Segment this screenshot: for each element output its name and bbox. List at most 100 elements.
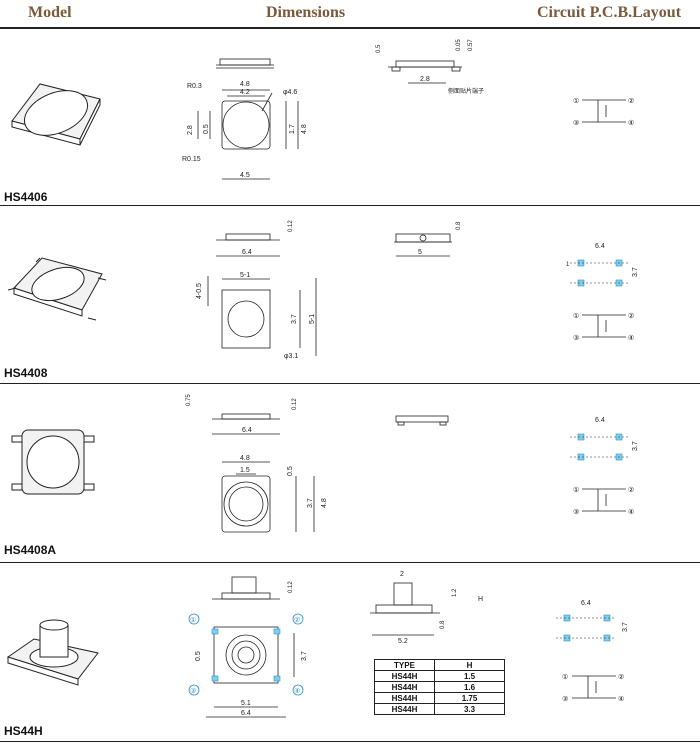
drawing-element xyxy=(556,617,616,639)
divider xyxy=(0,27,700,29)
type-table-header: TYPE xyxy=(374,659,435,671)
pin-2: ② xyxy=(628,312,634,320)
dim-s057: 0.57 xyxy=(468,39,474,51)
header-model: Model xyxy=(28,4,72,21)
hs4406-drawing: R0.3 4.8 4.2 φ4.6 2.8 0.5 1.7 4.8 R0.15 … xyxy=(11,39,634,180)
dim-w51: 5.1 xyxy=(241,700,251,707)
dim-h405: 4-0.5 xyxy=(196,283,203,299)
dim-phi: φ4.6 xyxy=(283,89,297,96)
drawing-element xyxy=(582,488,626,512)
dim-t075: 0.75 xyxy=(186,394,192,406)
dim-s08: 0.8 xyxy=(456,221,462,230)
hs4408a-drawing: 0.75 0.12 6.4 4.8 1.5 0.5 3.7 4.8 6.4 3.… xyxy=(11,394,639,533)
pin-2: ② xyxy=(628,486,634,494)
drawing-element xyxy=(212,413,315,533)
type-table: TYPE H HS44H 1.5 HS44H 1.6 HS44H 1.75 HS… xyxy=(374,659,505,715)
dim-p64: 6.4 xyxy=(595,243,605,250)
dim-t64: 6.4 xyxy=(242,249,252,256)
divider xyxy=(0,383,700,384)
hs4406-model-image xyxy=(11,83,101,146)
dim-h48: 4.8 xyxy=(301,124,308,134)
pin-1: ① xyxy=(573,312,579,320)
dim-p64: 6.4 xyxy=(581,600,591,607)
dim-w64: 6.4 xyxy=(241,710,251,717)
type-cell: HS44H xyxy=(374,681,435,693)
dim-s12: 1.2 xyxy=(452,588,458,597)
pin-3: ③ xyxy=(573,119,579,127)
dim-h05: 0.5 xyxy=(203,124,210,134)
dim-p1: 1 xyxy=(566,262,570,268)
dim-w51: 5-1 xyxy=(240,272,250,279)
type-cell: HS44H xyxy=(374,670,435,682)
dim-h51: 5-1 xyxy=(309,314,316,324)
hs4408-drawing: 0.12 6.4 5-1 4-0.5 3.7 5-1 φ3.1 0.8 5 6.… xyxy=(7,220,639,360)
pin-2: ② xyxy=(294,616,300,624)
drawing-element xyxy=(395,415,449,426)
dim-note: 侧面贴片端子 xyxy=(448,87,484,95)
dim-r015: R0.15 xyxy=(182,156,201,163)
dim-p64: 6.4 xyxy=(595,417,605,424)
dim-s08: 0.8 xyxy=(440,620,446,629)
dim-s05: 0.5 xyxy=(376,44,382,53)
dim-w15: 1.5 xyxy=(240,467,250,474)
hs44h-drawing: ① ② ③ ④ 0.12 0.5 3.7 5.1 6.4 2 1.2 H 0.8… xyxy=(6,571,629,718)
dim-r03: R0.3 xyxy=(187,83,202,90)
model-name: HS4406 xyxy=(4,190,48,204)
divider xyxy=(0,562,700,563)
h-cell: 1.5 xyxy=(434,670,505,682)
dim-p37: 3.7 xyxy=(632,441,639,451)
model-name: HS4408 xyxy=(4,366,48,380)
model-name: HS44H xyxy=(4,724,43,738)
product-row-hs4408a: 0.75 0.12 6.4 4.8 1.5 0.5 3.7 4.8 6.4 3.… xyxy=(0,384,700,562)
drawing-element xyxy=(570,436,630,458)
dim-s2: 2 xyxy=(400,571,404,578)
dim-s52: 5.2 xyxy=(398,638,408,645)
drawing-element xyxy=(582,99,626,123)
dim-sh: H xyxy=(478,596,483,603)
dim-h05: 0.5 xyxy=(195,651,202,661)
dim-w42: 4.2 xyxy=(240,89,250,96)
table-row: HS44H 1.5 xyxy=(374,670,505,682)
drawing-element xyxy=(577,433,623,461)
table-header: Model Dimensions Circuit P.C.B.Layout xyxy=(0,0,700,26)
drawing-element: TYPE H xyxy=(374,659,505,671)
hs4408-model-image xyxy=(7,257,107,321)
dim-h28: 2.8 xyxy=(187,125,194,135)
dim-phi: φ3.1 xyxy=(284,353,298,360)
h-cell: 1.6 xyxy=(434,681,505,693)
pin-1: ① xyxy=(573,97,579,105)
type-table-header: H xyxy=(434,659,505,671)
dim-w45: 4.5 xyxy=(240,172,250,179)
pin-2: ② xyxy=(618,673,624,681)
pin-4: ④ xyxy=(628,508,634,516)
type-cell: HS44H xyxy=(374,692,435,704)
dim-p37: 3.7 xyxy=(622,622,629,632)
dim-t012: 0.12 xyxy=(288,220,294,232)
pin-4: ④ xyxy=(294,687,300,695)
divider xyxy=(0,205,700,206)
hs4408a-model-image xyxy=(11,429,95,495)
dim-t64: 6.4 xyxy=(242,427,252,434)
product-row-hs4408: 0.12 6.4 5-1 4-0.5 3.7 5-1 φ3.1 0.8 5 6.… xyxy=(0,206,700,383)
type-cell: HS44H xyxy=(374,703,435,715)
drawing-element xyxy=(582,314,626,338)
drawing-element xyxy=(570,262,630,284)
pin-3: ③ xyxy=(562,695,568,703)
pin-4: ④ xyxy=(618,695,624,703)
drawing-element xyxy=(563,614,611,642)
model-name: HS4408A xyxy=(4,543,57,557)
pin-4: ④ xyxy=(628,119,634,127)
pin-4: ④ xyxy=(628,334,634,342)
drawing-element xyxy=(207,233,317,356)
drawing-element xyxy=(197,89,299,180)
dim-s005: 0.05 xyxy=(456,39,462,51)
pin-2: ② xyxy=(628,97,634,105)
hs44h-model-image xyxy=(6,619,99,686)
drawing-element xyxy=(206,576,295,718)
h-cell: 1.75 xyxy=(434,692,505,704)
header-dimensions: Dimensions xyxy=(266,4,346,21)
pin-3: ③ xyxy=(573,334,579,342)
dim-w48: 4.8 xyxy=(240,81,250,88)
table-row: HS44H 1.75 xyxy=(374,692,505,704)
dim-s28: 2.8 xyxy=(420,76,430,83)
